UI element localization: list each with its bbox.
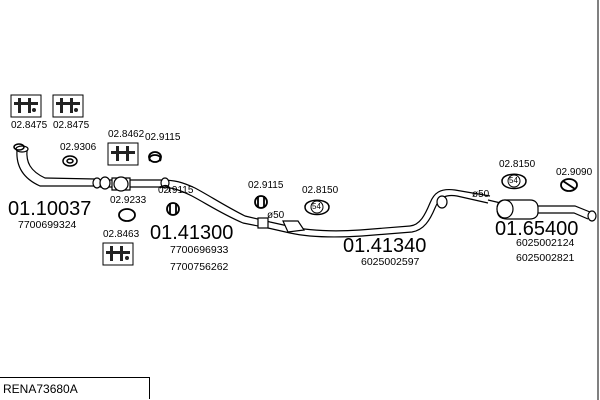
reference-code: RENA73680A — [3, 382, 78, 396]
clamp-a-icon — [148, 151, 162, 163]
reference-box — [0, 377, 150, 399]
bolt-kit-c-icon — [102, 242, 134, 266]
oe-number-intermediate-2: 7700756262 — [170, 261, 229, 273]
pipe-diameter-mid: ø50 — [267, 210, 285, 221]
label-gasket-ring: 02.9306 — [60, 142, 97, 153]
center-pipe — [267, 188, 491, 238]
hanger-c-icon — [560, 178, 578, 192]
oe-number-intermediate-1: 7700696933 — [170, 244, 229, 256]
hanger-a-icon — [304, 199, 330, 216]
part-number-rear: 01.65400 — [495, 218, 579, 240]
oe-number-rear-1: 6025002124 — [516, 237, 575, 249]
rear-silencer — [487, 199, 597, 222]
label-clamp-b: 02.9233 — [110, 195, 147, 206]
oe-number-front: 7700699324 — [18, 219, 77, 231]
label-bolt-kit-a: 02.8475 — [11, 120, 48, 131]
clamp-c-icon — [166, 202, 180, 216]
hanger-size-a: 54 — [312, 202, 321, 211]
intermediate-pipe — [99, 176, 271, 229]
hanger-b-icon — [501, 173, 527, 190]
mount-kit-icon — [107, 142, 139, 166]
label-hanger-c: 02.9090 — [556, 167, 593, 178]
label-hanger-b: 02.8150 — [499, 159, 536, 170]
label-clamp-d: 02.9115 — [248, 180, 284, 191]
oe-number-rear-2: 6025002821 — [516, 252, 575, 264]
label-clamp-a: 02.9115 — [145, 132, 181, 143]
sensor-clip-icon — [159, 185, 171, 193]
label-hanger-a: 02.8150 — [302, 185, 339, 196]
part-number-front: 01.10037 — [8, 198, 92, 220]
clamp-b-icon — [118, 208, 136, 222]
hanger-size-b: 54 — [509, 176, 518, 185]
gasket-ring-icon — [62, 155, 78, 167]
label-mount-kit: 02.8462 — [108, 129, 145, 140]
pipe-diameter-rear: ø50 — [472, 189, 490, 200]
label-clamp-c: 02.9115 — [158, 185, 194, 196]
label-bolt-kit-b: 02.8475 — [53, 120, 90, 131]
label-bolt-kit-c: 02.8463 — [103, 229, 140, 240]
oe-number-center: 6025002597 — [361, 256, 420, 268]
part-number-center: 01.41340 — [343, 235, 427, 257]
bolt-kit-a-icon — [10, 94, 42, 118]
bolt-kit-b-icon — [52, 94, 84, 118]
part-number-intermediate: 01.41300 — [150, 222, 234, 244]
small-clamp-front-icon — [13, 143, 25, 151]
clamp-d-icon — [254, 195, 268, 209]
